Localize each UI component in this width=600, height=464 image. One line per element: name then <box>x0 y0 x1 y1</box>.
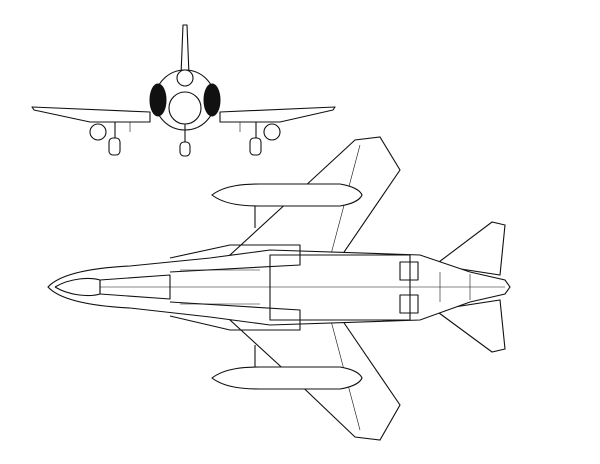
front-view <box>31 24 336 157</box>
plan-view-tank-lower <box>211 366 363 390</box>
front-view-main-wheel-right <box>249 137 262 156</box>
front-view-wing-right <box>219 106 336 123</box>
front-view-wing-left <box>31 106 151 123</box>
plan-view-nozzle-upper <box>399 261 419 281</box>
plan-view-intake-upper <box>169 244 301 273</box>
front-view-nose-wheel <box>179 141 191 157</box>
plan-view-tank-upper <box>211 183 363 207</box>
plan-view-stabilizer-upper <box>433 221 506 276</box>
plan-view-canopy <box>99 274 171 300</box>
front-view-radome <box>168 91 202 125</box>
front-view-intake-right <box>203 83 221 117</box>
front-view-canopy <box>176 69 194 87</box>
front-view-tank-left <box>89 123 107 141</box>
front-view-fin <box>180 24 190 76</box>
front-view-tank-right <box>263 123 281 141</box>
plan-view-intake-lower <box>169 301 301 331</box>
plan-view-engine-bay <box>269 254 411 321</box>
plan-view <box>47 136 511 441</box>
plan-view-fuselage <box>47 249 511 326</box>
front-view-main-wheel-left <box>108 137 121 156</box>
plan-view-nozzle-lower <box>399 294 419 314</box>
plan-view-stabilizer-lower <box>433 299 506 353</box>
front-view-intake-left <box>149 83 167 117</box>
